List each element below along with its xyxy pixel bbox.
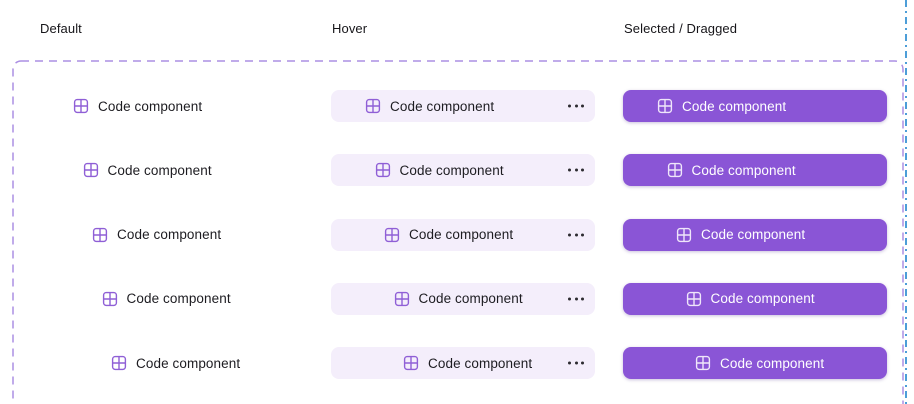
tree-item-label: Code component — [701, 227, 806, 243]
ellipsis-icon[interactable] — [568, 233, 584, 237]
grid-2x2-component-icon — [676, 227, 692, 243]
tree-item[interactable]: Code component — [39, 154, 303, 186]
grid-2x2-component-icon — [102, 291, 118, 307]
grid-2x2-component-icon — [111, 355, 127, 371]
tree-item-label: Code component — [720, 355, 825, 371]
tree-item-label: Code component — [409, 227, 514, 243]
tree-item-hovered[interactable]: Code component — [331, 90, 595, 122]
grid-2x2-component-icon — [686, 291, 702, 307]
column-default: Default Code component Code component — [39, 0, 303, 404]
tree-selected: Code component Code component Code compo… — [623, 90, 887, 380]
tree-hover: Code component Code component Code compo… — [331, 90, 595, 380]
grid-2x2-component-icon — [375, 162, 391, 178]
tree-item[interactable]: Code component — [39, 219, 303, 251]
tree-default: Code component Code component Code compo… — [39, 90, 303, 379]
ellipsis-icon[interactable] — [568, 361, 584, 365]
ellipsis-icon[interactable] — [568, 168, 584, 172]
tree-item-hovered[interactable]: Code component — [331, 347, 595, 380]
column-hover: Hover Code component Code component — [331, 0, 595, 404]
grid-2x2-component-icon — [83, 162, 99, 178]
tree-item-label: Code component — [418, 291, 523, 307]
tree-item-selected[interactable]: Code component — [623, 282, 887, 315]
tree-item-label: Code component — [107, 162, 212, 178]
column-selected: Selected / Dragged Code component Code c… — [623, 0, 887, 404]
grid-2x2-component-icon — [394, 291, 410, 307]
grid-2x2-component-icon — [73, 98, 89, 114]
tree-item-label: Code component — [399, 162, 504, 178]
tree-item[interactable]: Code component — [39, 347, 303, 379]
grid-2x2-component-icon — [384, 227, 400, 243]
ellipsis-icon[interactable] — [568, 104, 584, 108]
tree-item-selected[interactable]: Code component — [623, 347, 887, 380]
grid-2x2-component-icon — [92, 227, 108, 243]
tree-item-label: Code component — [117, 227, 222, 243]
grid-2x2-component-icon — [403, 355, 419, 371]
grid-2x2-component-icon — [695, 355, 711, 371]
tree-item-label: Code component — [98, 98, 203, 114]
column-header-hover: Hover — [332, 21, 368, 36]
tree-item-selected[interactable]: Code component — [623, 218, 887, 251]
tree-item-hovered[interactable]: Code component — [331, 282, 595, 315]
tree-item-label: Code component — [126, 291, 231, 307]
grid-2x2-component-icon — [667, 162, 683, 178]
grid-2x2-component-icon — [365, 98, 381, 114]
tree-item-label: Code component — [428, 355, 533, 371]
tree-item-hovered[interactable]: Code component — [331, 218, 595, 251]
tree-item-label: Code component — [682, 98, 787, 114]
grid-2x2-component-icon — [657, 98, 673, 114]
tree-item[interactable]: Code component — [39, 90, 303, 122]
tree-item-label: Code component — [390, 98, 495, 114]
tree-item-hovered[interactable]: Code component — [331, 154, 595, 187]
tree-item-label: Code component — [710, 291, 815, 307]
ellipsis-icon[interactable] — [568, 297, 584, 301]
tree-item-selected[interactable]: Code component — [623, 154, 887, 187]
tree-item-label: Code component — [691, 162, 796, 178]
tree-item-selected[interactable]: Code component — [623, 90, 887, 122]
column-header-default: Default — [40, 21, 82, 36]
column-header-selected: Selected / Dragged — [624, 21, 738, 36]
tree-item[interactable]: Code component — [39, 283, 303, 315]
tree-item-label: Code component — [136, 355, 241, 371]
state-columns: Default Code component Code component — [39, 0, 887, 404]
